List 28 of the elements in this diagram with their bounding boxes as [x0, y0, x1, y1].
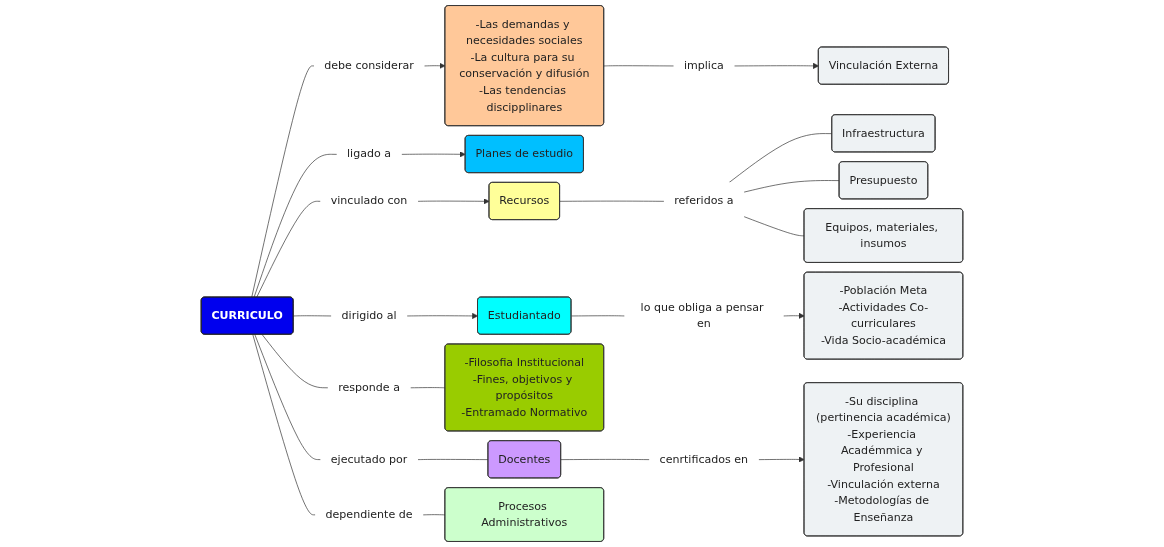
connector	[603, 65, 675, 67]
connector	[728, 133, 833, 184]
connector	[743, 180, 840, 193]
node-text: ligado a	[347, 147, 392, 161]
node-text: implica	[683, 58, 724, 72]
connector	[261, 334, 329, 389]
node-text: dirigido al	[341, 308, 397, 322]
connector	[251, 65, 315, 298]
connector	[571, 315, 626, 317]
connector	[410, 387, 446, 389]
connector	[293, 315, 332, 317]
node-text: vinculado con	[330, 194, 408, 208]
node-text: lo que obliga a pensar en	[640, 300, 764, 331]
connector	[256, 200, 322, 298]
connector	[422, 514, 446, 516]
node-text: ejecutado por	[330, 452, 408, 466]
node-text: responde a	[338, 380, 400, 394]
connector	[252, 334, 316, 516]
connector	[253, 153, 338, 298]
node-text: debe considerar	[324, 58, 414, 72]
connector	[417, 459, 489, 460]
connector	[743, 216, 805, 237]
connector	[254, 334, 322, 460]
node-text: dependiente de	[325, 507, 413, 521]
connector	[560, 459, 650, 460]
connector	[559, 200, 665, 202]
node-text: referidos a	[674, 194, 734, 208]
node-text: cenrtificados en	[659, 452, 749, 466]
